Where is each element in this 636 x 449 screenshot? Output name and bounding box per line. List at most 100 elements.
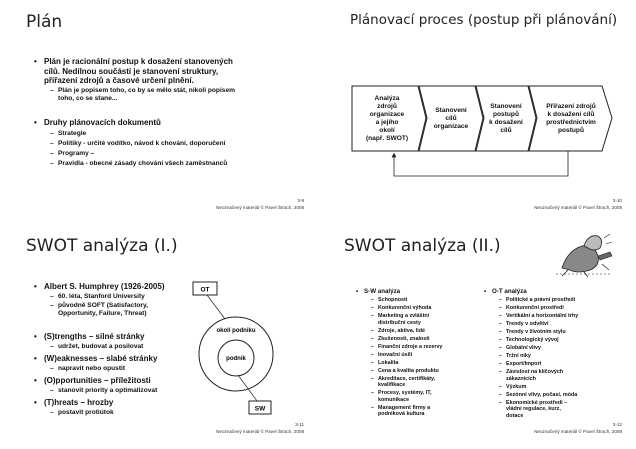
ot-box [192,281,218,296]
slide-footer: 3-9 Neoznačený materiál © Pavel Štrach, … [216,198,304,212]
step-line: k dosažení [489,118,523,126]
list-item: –Ekonomické prostředí –vládní regulace, … [499,399,568,419]
process-step-3-shape [475,85,537,152]
bullet-line: S-W analýza [364,288,401,295]
list-item: –Technologický vývoj [499,337,559,343]
process-step-1: Analýza zdrojů organizace a jejího okolí… [354,88,420,149]
list-item-line: dotace [506,412,524,419]
inner-circle [217,339,255,377]
step-line: okolí [379,126,395,134]
bullet-strengths: •(S)trengths – silné stránky [34,332,145,341]
list-item-line: vládní regulace, kurz, [506,406,561,413]
list-item-line: Výzkum [506,383,527,390]
list-item: –Globální vlivy [499,345,542,351]
list-item-line: Procesy, systémy, IT, [378,390,432,397]
page-number: 3-11 [295,422,304,428]
list-item-line: zákaznících [506,375,536,382]
bullet-plan-documents: • Druhy plánovacích dokumentů [34,118,304,128]
step-line: Stanovení [435,106,467,114]
bullet-line: O-T analýza [492,288,527,295]
copyright: Neoznačený materiál © Pavel Štrach, 2008 [534,205,622,211]
slide-title: Plán [26,12,63,32]
bullet-line: přiřazení zdrojů a časové určení plnění. [44,76,194,85]
sub-line: 60. léta, Stanford University [58,293,145,300]
slide-title: SWOT analýza (I.) [26,236,178,256]
list-item: –Konkurenční výhoda [371,305,432,311]
sub-line: stanovit priority a optimalizovat [58,387,158,394]
list-item: –Trendy v životním stylu [499,329,566,335]
list-item-line: Zkušenosti, znalosti [378,335,430,342]
list-item-line: Lokalita [378,359,399,366]
list-item: –Inovační úsilí [371,351,413,358]
list-item: –Vertikální a horizontální trhy [499,313,579,319]
page-number: 3-10 [612,198,622,204]
step-line: prostřednictvím [546,118,596,126]
page-number: 3-12 [612,422,622,428]
bullet-line: cílů. Nedílnou součástí je stanovení str… [44,66,219,76]
bullet-line: (T)hreats – hrozby [44,398,114,407]
list-item-line: Trendy v životním stylu [506,329,566,335]
slide-footer: 3-10 Neoznačený materiál © Pavel Štrach,… [534,198,622,212]
sub-line: toho, co se stane... [58,95,118,102]
process-step-4: Přiřazení zdrojů k dosažení cílů prostře… [534,88,608,149]
list-item: –Export/Import [499,361,542,367]
list-item: –Trendy v odvětví [499,321,549,327]
bullet-weaknesses: •(W)eaknesses – slabé stránky [34,354,158,363]
sub-bullet: –napravit nebo opustit [50,365,126,372]
sub-line: postavit protiútok [58,409,114,416]
slide-plan: Plán • Plán je racionální postup k dosaž… [0,0,318,224]
list-item-line: Management firmy a [378,404,431,411]
process-step-2-shape [418,85,484,152]
sw-label: SW [255,406,266,413]
list-item-line: Sezónní vlivy, počasí, móda [506,391,578,398]
list-item-line: Politické a právní prostředí [506,297,576,303]
slide-title: Plánovací proces (postup při plánování) [350,12,618,28]
step-line: k dosažení cílů [547,110,595,118]
sub-bullet: –Programy – [50,150,95,157]
list-item-line: Tržní niky [506,353,531,359]
sub-line: udržet, budovat a posilovat [58,343,144,350]
list-item-line: Schopnosti [378,297,408,303]
inner-label: podnik [226,356,246,362]
page-number: 3-9 [297,198,304,204]
bullet-line: (W)eaknesses – slabé stránky [44,354,158,363]
slide-footer: 3-11 Neoznačený materiál © Pavel Štrach,… [216,422,304,436]
slide-title: SWOT analýza (II.) [344,236,501,256]
sub-line: Strategie [58,130,87,137]
list-item: –Tržní niky [499,353,531,359]
process-step-1-shape [351,85,427,152]
list-item-line: podniková kultura [378,411,425,418]
feedback-arrow [391,151,569,177]
list-item-line: Konkurenční prostředí [506,305,564,311]
list-item-line: Globální vlivy [506,345,542,351]
list-item: –Cena a kvalita produktu [371,367,439,374]
ot-analysis-heading: •O-T analýza [484,288,527,295]
sub-line: Plán je popisem toho, co by se mělo stát… [58,87,235,94]
process-diagram [351,85,613,177]
sub-bullet: –60. léta, Stanford University [50,293,145,300]
step-line: postupů [557,126,584,134]
list-item-line: Trendy v odvětví [506,321,549,327]
sub-bullet: –postavit protiútok [50,409,114,416]
list-item: –Zkušenosti, znalosti [371,335,430,342]
list-item: –Politické a právní prostředí [499,297,576,303]
step-line: (např. SWOT) [365,134,409,142]
sw-box [248,400,272,415]
sub-bullet: –Strategie [50,130,87,137]
sub-line: Opportunity, Failure, Threat) [58,310,147,317]
process-step-4-shape [528,85,613,152]
process-step-3: Stanovení postupů k dosažení cílů [481,88,531,149]
step-line: organizace [433,122,469,130]
list-item-line: distribuční cesty [378,319,421,326]
bullet-line: Albert S. Humphrey (1926-2005) [44,282,165,291]
step-line: a jejího [375,118,399,126]
list-item: –Schopnosti [371,297,408,303]
sub-line: Politiky - určité vodítko, návod k chová… [58,140,226,147]
list-item-line: kvalifikace [378,382,406,389]
copyright: Neoznačený materiál © Pavel Štrach, 2008 [534,429,622,435]
cartoon-figure-icon [556,233,613,278]
list-item-line: Zdroje, aktiva, lidé [378,327,426,334]
list-item: –Sezónní vlivy, počasí, móda [499,391,578,398]
